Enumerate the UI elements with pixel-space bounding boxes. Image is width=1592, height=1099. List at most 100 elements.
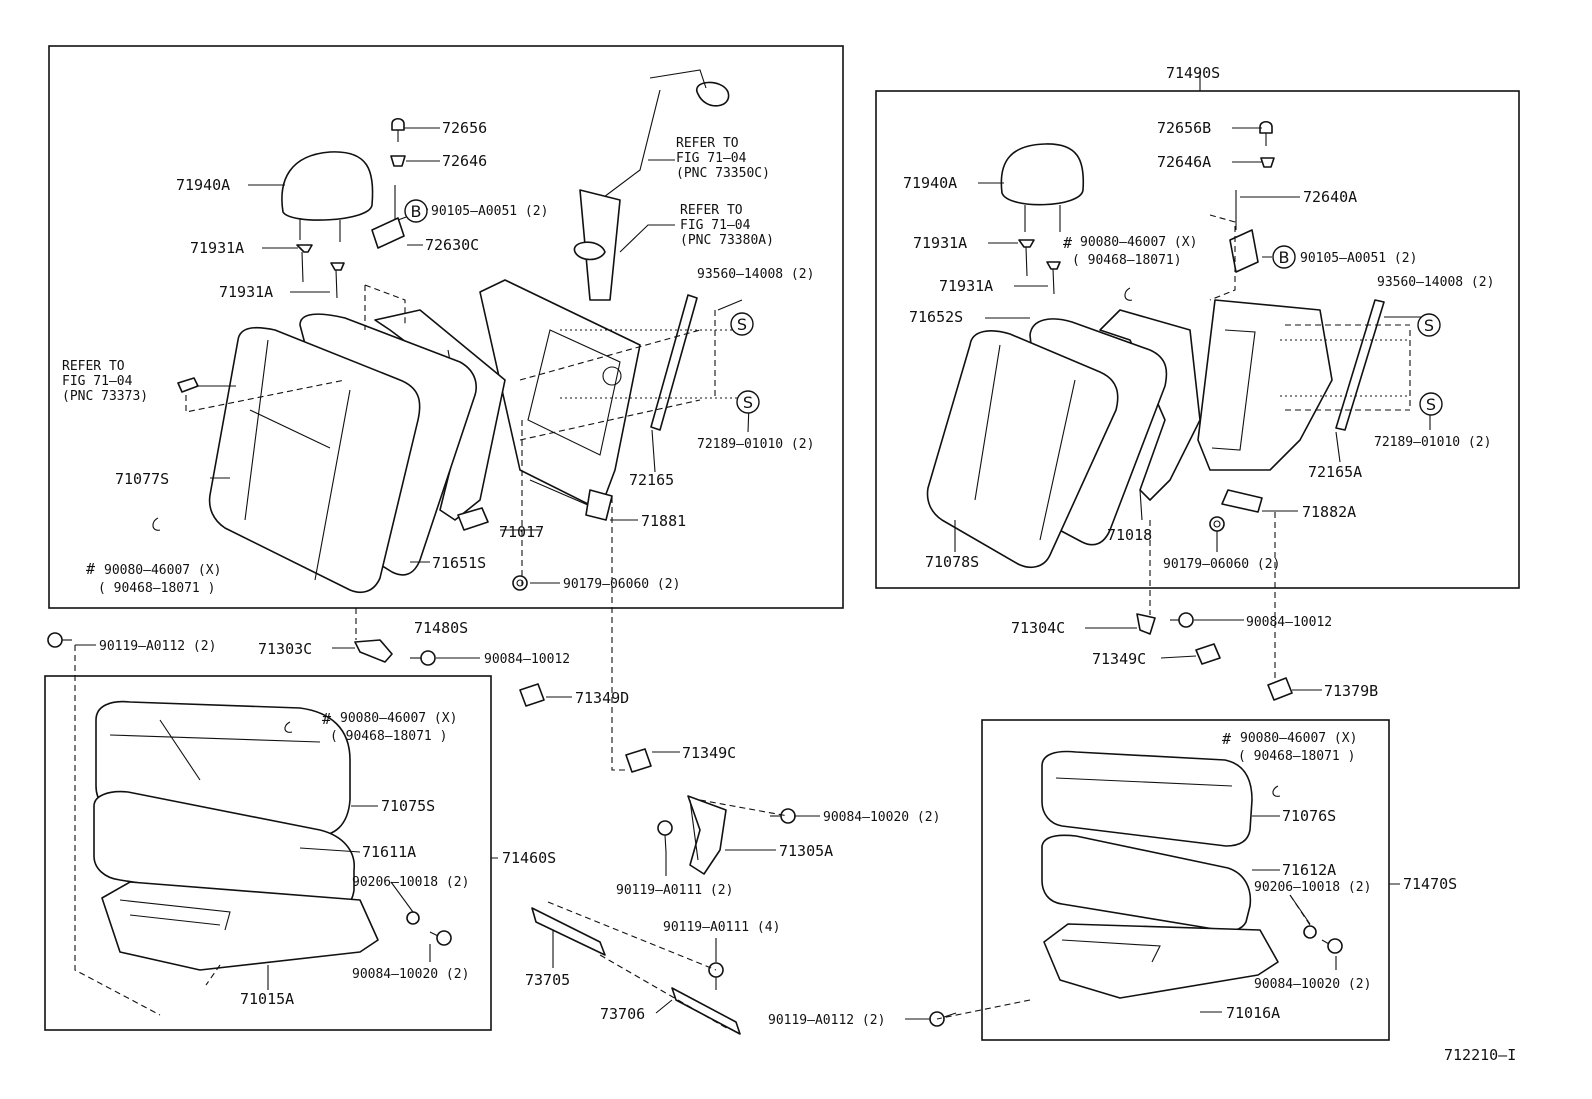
- seatback-cover-left[interactable]: [208, 326, 421, 594]
- cover-71349c[interactable]: [625, 748, 652, 773]
- label-90084-10020-center: 90084–10020 (2): [823, 810, 940, 825]
- seat-cushion-pad-left[interactable]: [93, 790, 355, 914]
- circle-s-left-1: S: [730, 312, 754, 336]
- seatback-board-left[interactable]: [479, 279, 641, 513]
- hog-ring-left[interactable]: [152, 517, 161, 531]
- svg-text:B: B: [1279, 248, 1290, 267]
- nut-right[interactable]: [1209, 516, 1225, 532]
- seat-cushion-frame-right[interactable]: [1043, 923, 1279, 999]
- svg-text:S: S: [1426, 395, 1436, 414]
- label-71017: 71017: [499, 523, 544, 541]
- headrest-lock-knob-right[interactable]: [1259, 120, 1275, 168]
- lower-right-frame: [981, 719, 1390, 1041]
- nut-left[interactable]: [512, 575, 528, 591]
- figure-id: 712210–I: [1444, 1046, 1516, 1064]
- stay-rod-left[interactable]: [650, 294, 698, 431]
- label-93560-left: 93560–14008 (2): [697, 267, 814, 282]
- label-90084-10012-left: 90084–10012: [484, 652, 570, 667]
- hinge-bracket-71304c[interactable]: [1136, 613, 1156, 635]
- headrest-lock-bracket-left[interactable]: [371, 185, 405, 249]
- refer-line-9: (PNC 73373): [62, 389, 148, 404]
- bolt-90119-left[interactable]: [47, 632, 72, 648]
- svg-text:S: S: [737, 315, 747, 334]
- svg-text:S: S: [743, 393, 753, 412]
- label-71652s: 71652S: [909, 308, 963, 326]
- label-72646: 72646: [442, 152, 487, 170]
- bolt-90084-10020-left[interactable]: [429, 930, 452, 946]
- bracket-71305a[interactable]: [687, 795, 727, 875]
- cover-71379b[interactable]: [1267, 677, 1293, 701]
- hog-ring-lower-left[interactable]: [284, 721, 293, 733]
- headrest-left[interactable]: [281, 151, 374, 242]
- label-90468-left: ( 90468–18071 ): [98, 581, 215, 596]
- label-90084-10020-lower-right: 90084–10020 (2): [1254, 977, 1371, 992]
- seatback-cover-right[interactable]: [926, 330, 1119, 569]
- label-71349c-right: 71349C: [1092, 650, 1146, 668]
- cover-71349c-right[interactable]: [1195, 643, 1221, 665]
- hash-mark-right-top: #: [1063, 234, 1072, 252]
- seat-cushion-cover-right[interactable]: [1041, 750, 1253, 847]
- seat-cushion-frame-left[interactable]: [101, 881, 379, 971]
- label-71078s: 71078S: [925, 553, 979, 571]
- label-72630c: 72630C: [425, 236, 479, 254]
- circle-b-right: B: [1272, 245, 1296, 269]
- label-90105-left: 90105–A0051 (2): [431, 204, 548, 219]
- label-72165a: 72165A: [1308, 463, 1362, 481]
- recliner-bracket-left[interactable]: [585, 489, 613, 521]
- label-90080-right-top: 90080–46007 (X): [1080, 235, 1197, 250]
- refer-line-3: (PNC 73350C): [676, 166, 770, 181]
- stay-rod-right[interactable]: [1335, 299, 1385, 431]
- label-71651s: 71651S: [432, 554, 486, 572]
- headrest-guide-left[interactable]: [296, 244, 345, 299]
- label-72165: 72165: [629, 471, 674, 489]
- label-72640a: 72640A: [1303, 188, 1357, 206]
- nut-90206-right[interactable]: [1303, 925, 1317, 939]
- bolt-90119-a0111-center[interactable]: [657, 820, 673, 853]
- label-90119-a0112-center: 90119–A0112 (2): [768, 1013, 885, 1028]
- label-71940a-right: 71940A: [903, 174, 957, 192]
- bolt-90084-left[interactable]: [410, 650, 436, 666]
- label-71480s: 71480S: [414, 619, 468, 637]
- label-72646a: 72646A: [1157, 153, 1211, 171]
- label-71304c: 71304C: [1011, 619, 1065, 637]
- recliner-bracket-right[interactable]: [1221, 489, 1263, 513]
- headrest-guide-right[interactable]: [1018, 239, 1061, 295]
- nut-90206-left[interactable]: [406, 911, 420, 925]
- seatbelt-retractor-left[interactable]: [573, 69, 730, 301]
- bolt-90119-a0112-center[interactable]: [929, 1011, 957, 1027]
- hinge-bracket-71303c[interactable]: [354, 639, 393, 663]
- bolt-90084-10020-center[interactable]: [770, 808, 796, 824]
- clip-left-refer[interactable]: [177, 377, 199, 393]
- rail-cover-73705[interactable]: [531, 907, 606, 956]
- cover-71349d[interactable]: [519, 683, 545, 707]
- rail-cover-73706[interactable]: [671, 987, 741, 1035]
- headrest-lock-knob-left[interactable]: [390, 117, 406, 167]
- seat-cushion-pad-right[interactable]: [1041, 834, 1252, 932]
- seatback-board-right[interactable]: [1197, 299, 1333, 471]
- label-90084-10020-lower-left: 90084–10020 (2): [352, 967, 469, 982]
- label-71075s: 71075S: [381, 797, 435, 815]
- label-71881: 71881: [641, 512, 686, 530]
- bolt-90084-10020-right[interactable]: [1321, 938, 1343, 954]
- label-71015a: 71015A: [240, 990, 294, 1008]
- headrest-lock-bracket-right[interactable]: [1229, 190, 1259, 273]
- dashed-assembly-lines: [74, 214, 1411, 1031]
- headrest-right[interactable]: [1000, 143, 1085, 232]
- label-90119-a0111-4: 90119–A0111 (4): [663, 920, 780, 935]
- label-90179-left: 90179–06060 (2): [563, 577, 680, 592]
- hog-ring-lower-right[interactable]: [1272, 785, 1281, 797]
- bolt-90119-a0111-4[interactable]: [708, 962, 724, 990]
- label-71882a: 71882A: [1302, 503, 1356, 521]
- label-90080-lower-right: 90080–46007 (X): [1240, 731, 1357, 746]
- hash-mark-lower-left: #: [322, 710, 331, 728]
- hog-ring-right[interactable]: [1124, 287, 1133, 301]
- label-71490s: 71490S: [1166, 64, 1220, 82]
- label-72656: 72656: [442, 119, 487, 137]
- bolt-90084-right[interactable]: [1170, 612, 1194, 628]
- circle-s-left-2: S: [736, 390, 760, 414]
- label-90468-lower-left: ( 90468–18071 ): [330, 729, 447, 744]
- bushing-left[interactable]: [457, 507, 489, 531]
- label-93560-right: 93560–14008 (2): [1377, 275, 1494, 290]
- label-71076s: 71076S: [1282, 807, 1336, 825]
- label-71931a-left-b: 71931A: [219, 283, 273, 301]
